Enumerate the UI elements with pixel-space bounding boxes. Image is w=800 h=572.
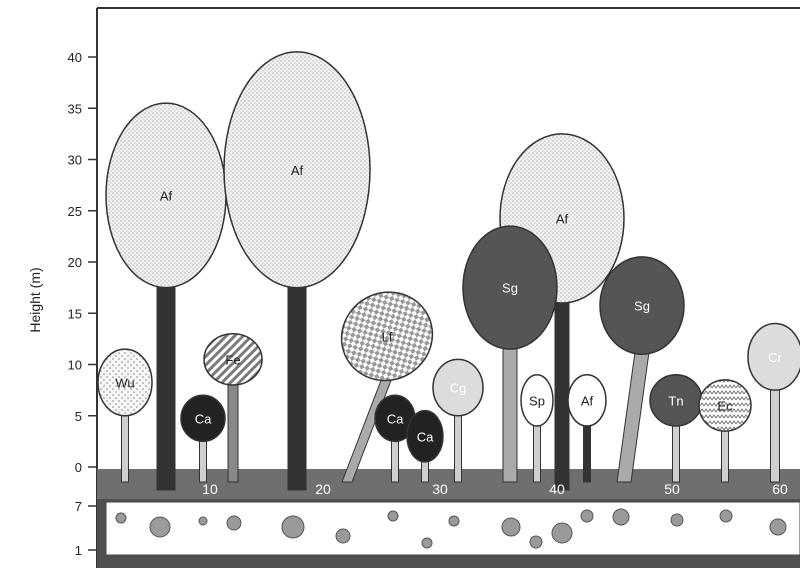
- tree-label: Sp: [529, 393, 545, 408]
- tree-label: Af: [291, 163, 304, 178]
- soil-tick-label: 7: [75, 499, 82, 514]
- tree-trunk: [200, 439, 207, 482]
- tree-sg: Sg: [463, 226, 557, 482]
- soil-stone: [671, 514, 683, 526]
- y-tick-label: 10: [68, 358, 82, 373]
- soil-stone: [422, 538, 432, 548]
- tree-trunk: [455, 414, 462, 482]
- tree-label: Af: [160, 188, 173, 203]
- soil-tick-label: 1: [75, 543, 82, 558]
- y-tick-label: 15: [68, 306, 82, 321]
- soil-stone: [581, 510, 593, 522]
- tree-label: Sg: [502, 281, 518, 296]
- soil-stone: [502, 518, 520, 536]
- tree-trunk: [555, 301, 569, 490]
- tree-trunk: [534, 424, 541, 482]
- tree-trunk: [422, 460, 429, 482]
- tree-label: Cg: [450, 381, 467, 396]
- y-tick-label: 20: [68, 255, 82, 270]
- y-tick-label: 25: [68, 204, 82, 219]
- tree-trunk: [673, 424, 680, 482]
- soil-stone: [150, 517, 170, 537]
- tree-sg: Sg: [600, 257, 684, 482]
- tree-cr: Cr: [748, 324, 800, 483]
- tree-label: Af: [581, 393, 594, 408]
- tree-label: Tn: [668, 393, 683, 408]
- soil-stone: [199, 517, 207, 525]
- x-tick-label: 30: [432, 481, 448, 497]
- tree-wu: Wu: [98, 349, 152, 482]
- tree-trunk: [228, 383, 238, 482]
- y-tick-label: 40: [68, 50, 82, 65]
- y-tick-label: 5: [75, 409, 82, 424]
- y-tick-label: 0: [75, 460, 82, 475]
- tree-label: Ca: [195, 411, 212, 426]
- tree-label: Ca: [387, 411, 404, 426]
- tree-cg: Cg: [433, 359, 483, 482]
- x-tick-label: 50: [664, 481, 680, 497]
- tree-label: Ca: [417, 429, 434, 444]
- tree-trunk: [503, 347, 517, 482]
- soil-stone: [282, 516, 304, 538]
- y-axis-title: Height (m): [27, 267, 43, 332]
- tree-trunk: [122, 414, 129, 482]
- soil-stone: [770, 519, 786, 535]
- x-tick-label: 20: [315, 481, 331, 497]
- tree-tn: Tn: [650, 375, 702, 482]
- tree-trunk: [584, 424, 591, 482]
- y-tick-label: 30: [68, 153, 82, 168]
- tree-label: Ec: [717, 399, 733, 414]
- tree-trunk: [722, 429, 729, 482]
- soil-stone: [613, 509, 629, 525]
- x-tick-label: 40: [549, 481, 565, 497]
- soil-stone: [388, 511, 398, 521]
- tree-label: Wu: [115, 375, 134, 390]
- x-tick-label: 10: [202, 481, 218, 497]
- tree-af: Af: [568, 375, 606, 482]
- tree-label: Sg: [634, 299, 650, 314]
- tree-ec: Ec: [699, 380, 751, 482]
- y-tick-label: 35: [68, 101, 82, 116]
- tree-trunk: [617, 352, 649, 482]
- tree-trunk: [771, 388, 780, 482]
- tree-trunk: [288, 286, 306, 490]
- tree-label: Af: [556, 211, 569, 226]
- soil-stone: [336, 529, 350, 543]
- tree-af: Af: [224, 52, 370, 490]
- soil-stone: [116, 513, 126, 523]
- soil-sample-box: [106, 502, 800, 555]
- soil-stone: [227, 516, 241, 530]
- tree-sp: Sp: [521, 375, 553, 482]
- x-tick-label: 60: [772, 481, 788, 497]
- tree-ca: Ca: [181, 395, 225, 482]
- tree-trunk: [392, 439, 399, 482]
- soil-stone: [530, 536, 542, 548]
- tree-label: Fe: [225, 352, 240, 367]
- tree-label: Cr: [768, 350, 782, 365]
- y-axis-ticks: 40 35 30 25 20 15 10 5 0 7 1: [68, 50, 97, 558]
- tree-trunk: [157, 286, 175, 490]
- trees-group: WuAfCaFeAfLfCaCaCgAfSgSpAfSgTnEcCr: [98, 52, 800, 490]
- soil-stone: [552, 523, 572, 543]
- tree-label: Lf: [382, 329, 393, 344]
- soil-stone: [449, 516, 459, 526]
- soil-stone: [720, 510, 732, 522]
